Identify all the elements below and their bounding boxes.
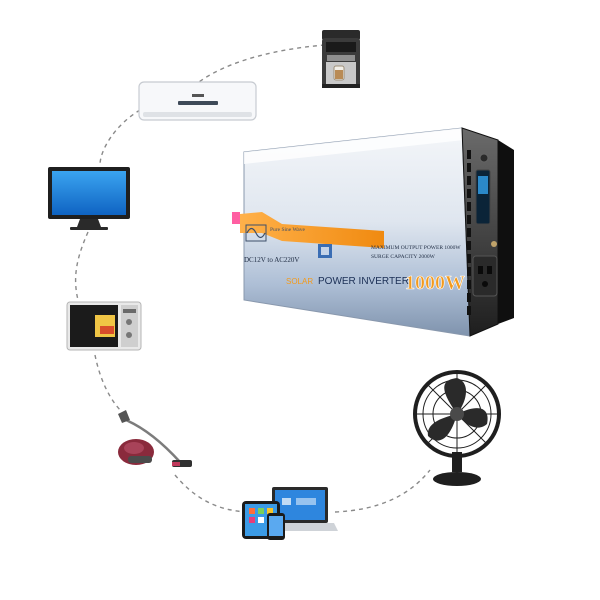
dashed-connector xyxy=(74,44,431,513)
power-rating: 1000W xyxy=(405,272,465,294)
vacuum-cleaner-icon xyxy=(118,410,192,467)
wave-type-label: Pure Sine Wave xyxy=(270,227,305,233)
max-output-spec: MAXIMUM OUTPUT POWER 1000W xyxy=(371,245,461,251)
sine-wave-icon xyxy=(245,224,267,242)
power-inverter: Pure Sine Wave DC12V to AC220V SOLAR POW… xyxy=(232,127,514,337)
product-name: POWER INVERTER xyxy=(318,276,409,287)
microwave-icon xyxy=(66,301,142,351)
monitor-icon xyxy=(48,167,130,230)
voltage-label: DC12V to AC220V xyxy=(244,256,300,264)
air-conditioner-icon xyxy=(138,81,257,121)
devices-icon xyxy=(242,487,338,540)
desk-fan-icon xyxy=(413,370,501,486)
brand-label: SOLAR xyxy=(286,277,313,286)
coffee-machine-icon xyxy=(322,30,360,88)
ac-socket xyxy=(472,255,498,297)
power-switch xyxy=(479,153,489,163)
surge-capacity-spec: SURGE CAPACITY 2000W xyxy=(371,254,436,260)
orange-accent-band xyxy=(240,212,384,248)
